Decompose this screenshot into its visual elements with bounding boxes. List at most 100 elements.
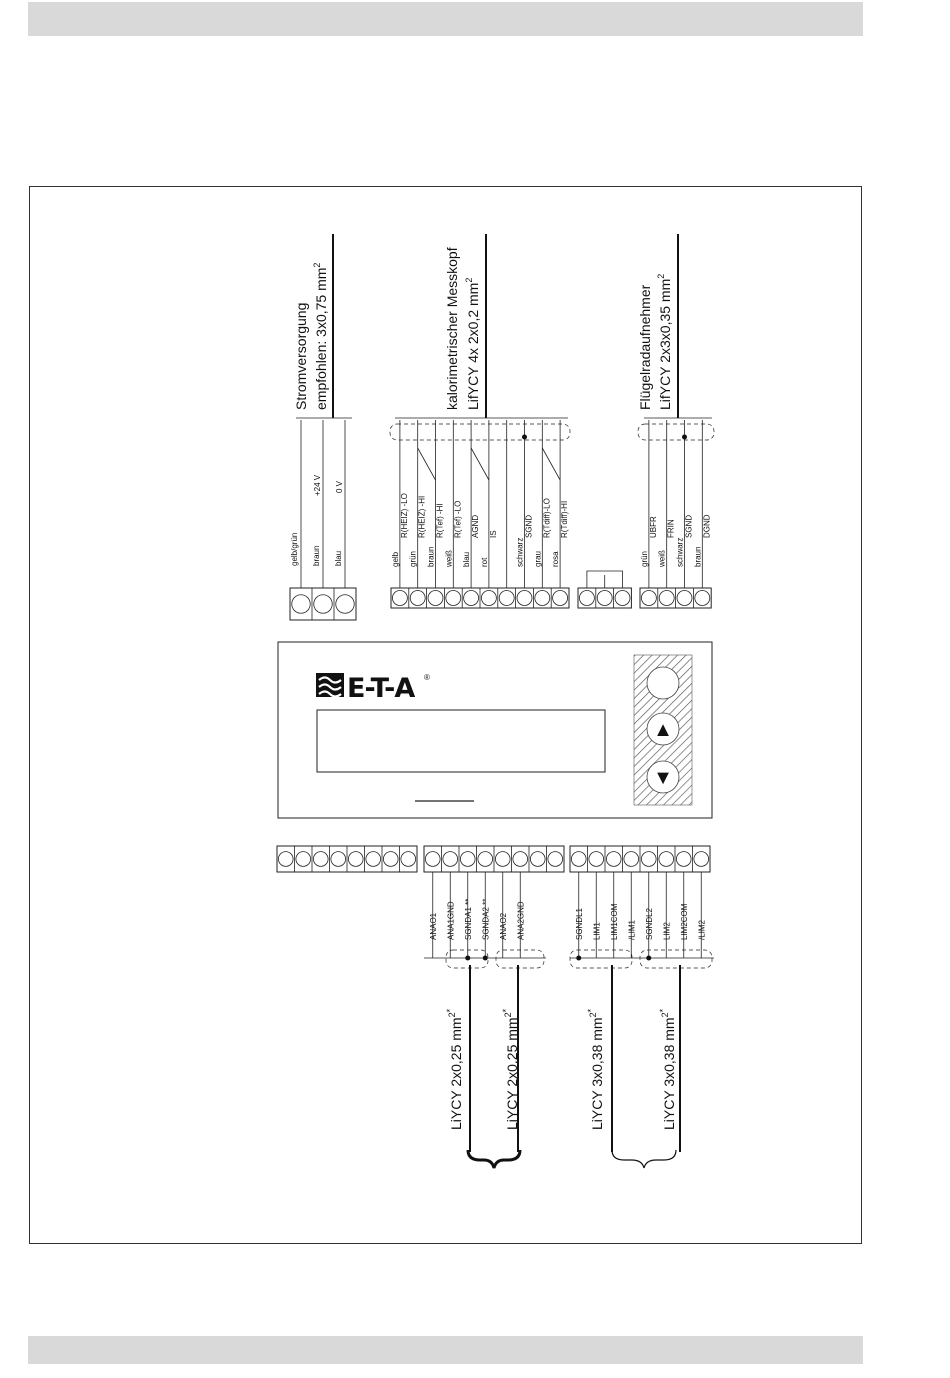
impeller-cable-spec: LifYCY 2x3x0,35 mm [657,279,673,410]
calorimetric-color-8: schwarz [516,538,525,567]
terminal-screw[interactable] [459,851,476,867]
impeller-cable-title: Flügelradaufnehmer [637,284,653,410]
terminal-screw[interactable] [409,590,426,606]
terminal-screw[interactable] [424,851,441,867]
twisted-pair-mark [417,447,436,481]
terminal-screw[interactable] [694,590,711,606]
diagram-frame [29,186,862,1244]
brace-limits-icon [611,1149,677,1169]
analog-signal-5: ANAO2 [499,912,508,940]
terminal-screw[interactable] [596,590,613,606]
terminal-screw[interactable] [295,851,311,867]
terminal-screw[interactable] [512,851,529,867]
power-color-2: braun [312,546,321,566]
cable-shield [569,949,633,969]
bottom-cable-3-spec: LiYCY 3x0,38 mm [589,1017,605,1130]
limit-signal-4: /LIM1 [627,919,636,940]
limit-signal-3: LIM1COM [610,903,619,940]
wires [296,234,715,1152]
terminal-screw[interactable] [676,851,692,867]
terminal-screw[interactable] [477,851,493,867]
terminal-screw[interactable] [530,851,546,867]
terminal-screw[interactable] [312,851,329,867]
cable-shield [639,949,713,969]
impeller-shield [637,423,715,441]
impeller-color-3: schwarz [676,538,685,567]
terminal-screw[interactable] [641,851,657,867]
terminal-screw[interactable] [481,590,497,606]
terminal-screw[interactable] [547,851,564,867]
terminal-screw[interactable] [606,851,622,867]
terminal-screw[interactable] [442,851,458,867]
bottom-cable-3-star: * [586,1008,596,1012]
terminal-screw[interactable] [365,851,381,867]
terminal-screw[interactable] [579,590,595,606]
eta-logo-text: E-T-A [347,673,415,704]
cable-shield [445,949,489,969]
power-color-1: gelb/grün [290,533,299,566]
calorimetric-signal-8: SGND [525,515,534,538]
power-cable-spec: empfohlen: 3x0,75 mm [313,268,329,410]
terminal-screw[interactable] [623,851,640,867]
impeller-signal-3: SGND [685,515,694,538]
analog-signal-2: ANA1GND [446,901,455,940]
terminal-screw[interactable] [658,590,675,606]
terminal-screw[interactable] [382,851,399,867]
bottom-terminal-blocks [276,845,711,873]
calorimetric-color-9: grau [533,551,542,567]
up-button[interactable] [646,712,680,746]
brace-analog-icon [466,1149,522,1169]
twisted-pair-mark [470,447,490,481]
header-band [28,2,863,36]
footer-band [28,1336,863,1364]
terminal-screw[interactable] [552,590,568,606]
calorimetric-color-10: rosa [551,551,560,567]
terminal-screw[interactable] [494,851,511,867]
calorimetric-cable-label: kalorimetrischer Messkopf LifYCY 4x 2x0,… [444,247,481,410]
power-wire-labels: gelb/grün braun +24 V blau 0 V [290,474,344,566]
terminal-screw[interactable] [658,851,675,867]
terminal-screw[interactable] [445,590,462,606]
svg-text:empfohlen: 3x0,75 mm2: empfohlen: 3x0,75 mm2 [312,263,329,410]
calorimetric-signal-2: R(HEIZ) -HI [418,496,427,538]
terminal-screw[interactable] [291,594,311,614]
terminal-screw[interactable] [277,851,294,867]
terminal-screw[interactable] [588,851,605,867]
terminal-screw[interactable] [335,594,355,614]
terminal-screw[interactable] [400,851,416,867]
calorimetric-color-1: gelb [391,551,400,567]
limit-signal-8: /LIM2 [697,919,706,940]
enter-button[interactable] [646,666,680,700]
terminal-screw[interactable] [534,590,551,606]
terminal-screw[interactable] [571,851,587,867]
power-signal-3: 0 V [335,480,344,493]
terminal-screw[interactable] [330,851,346,867]
lcd-display [316,709,606,773]
terminal-screw[interactable] [498,590,515,606]
down-arrow-icon: ▼ [653,767,673,789]
limit-signal-7: LIM2COM [680,903,689,940]
terminal-screw[interactable] [347,851,364,867]
calorimetric-color-6: rot [480,557,489,567]
power-cable-sup: 2 [312,263,322,268]
terminal-screw[interactable] [427,590,444,606]
svg-text:LifYCY 2x3x0,35 mm2: LifYCY 2x3x0,35 mm2 [656,274,673,410]
terminal-screw[interactable] [463,590,479,606]
terminal-screw[interactable] [676,590,693,606]
down-button[interactable] [646,760,680,794]
eta-logo-icon [316,673,344,698]
svg-text:LiYCY 3x0,38 mm2*: LiYCY 3x0,38 mm2* [658,1008,677,1130]
up-arrow-icon: ▲ [653,719,673,741]
bottom-cable-4-star: * [658,1008,668,1012]
terminal-screw[interactable] [516,590,533,606]
terminal-screw[interactable] [641,590,657,606]
terminal-screw[interactable] [614,590,631,606]
terminal-screw[interactable] [693,851,710,867]
terminal-screw[interactable] [313,594,333,614]
terminal-screw[interactable] [392,590,408,606]
impeller-color-4: braun [693,547,702,567]
bottom-cable-2-spec: LiYCY 2x0,25 mm [504,1017,520,1130]
calorimetric-signal-6: IS [489,530,498,538]
